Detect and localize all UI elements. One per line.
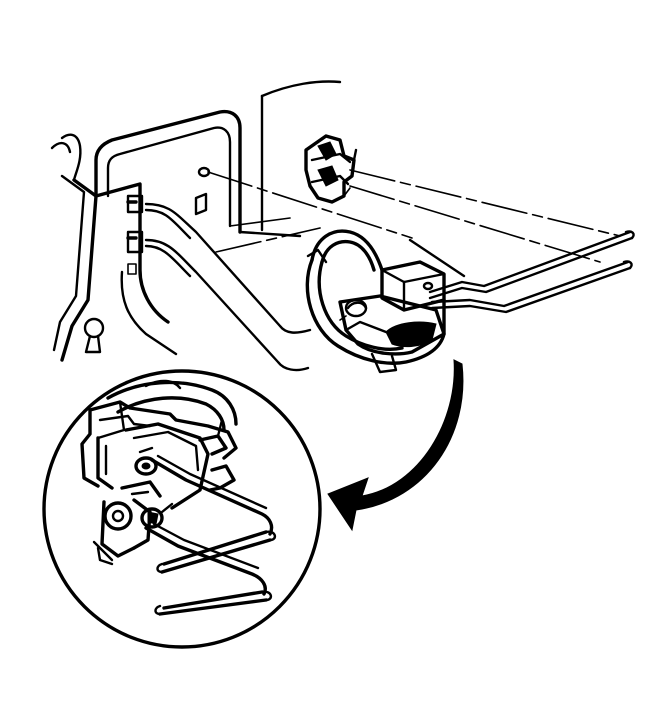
door-inner-panel: [50, 80, 342, 362]
detail-magnifier-circle: [42, 369, 322, 649]
magnified-rods: [144, 454, 277, 616]
magnified-latch: [80, 379, 238, 566]
latch-rods: [144, 202, 635, 372]
detail-arrow: [327, 359, 464, 532]
door-latch-assembly: [305, 229, 446, 374]
alignment-lines: [207, 169, 621, 263]
lock-rod-clips: [304, 134, 358, 204]
